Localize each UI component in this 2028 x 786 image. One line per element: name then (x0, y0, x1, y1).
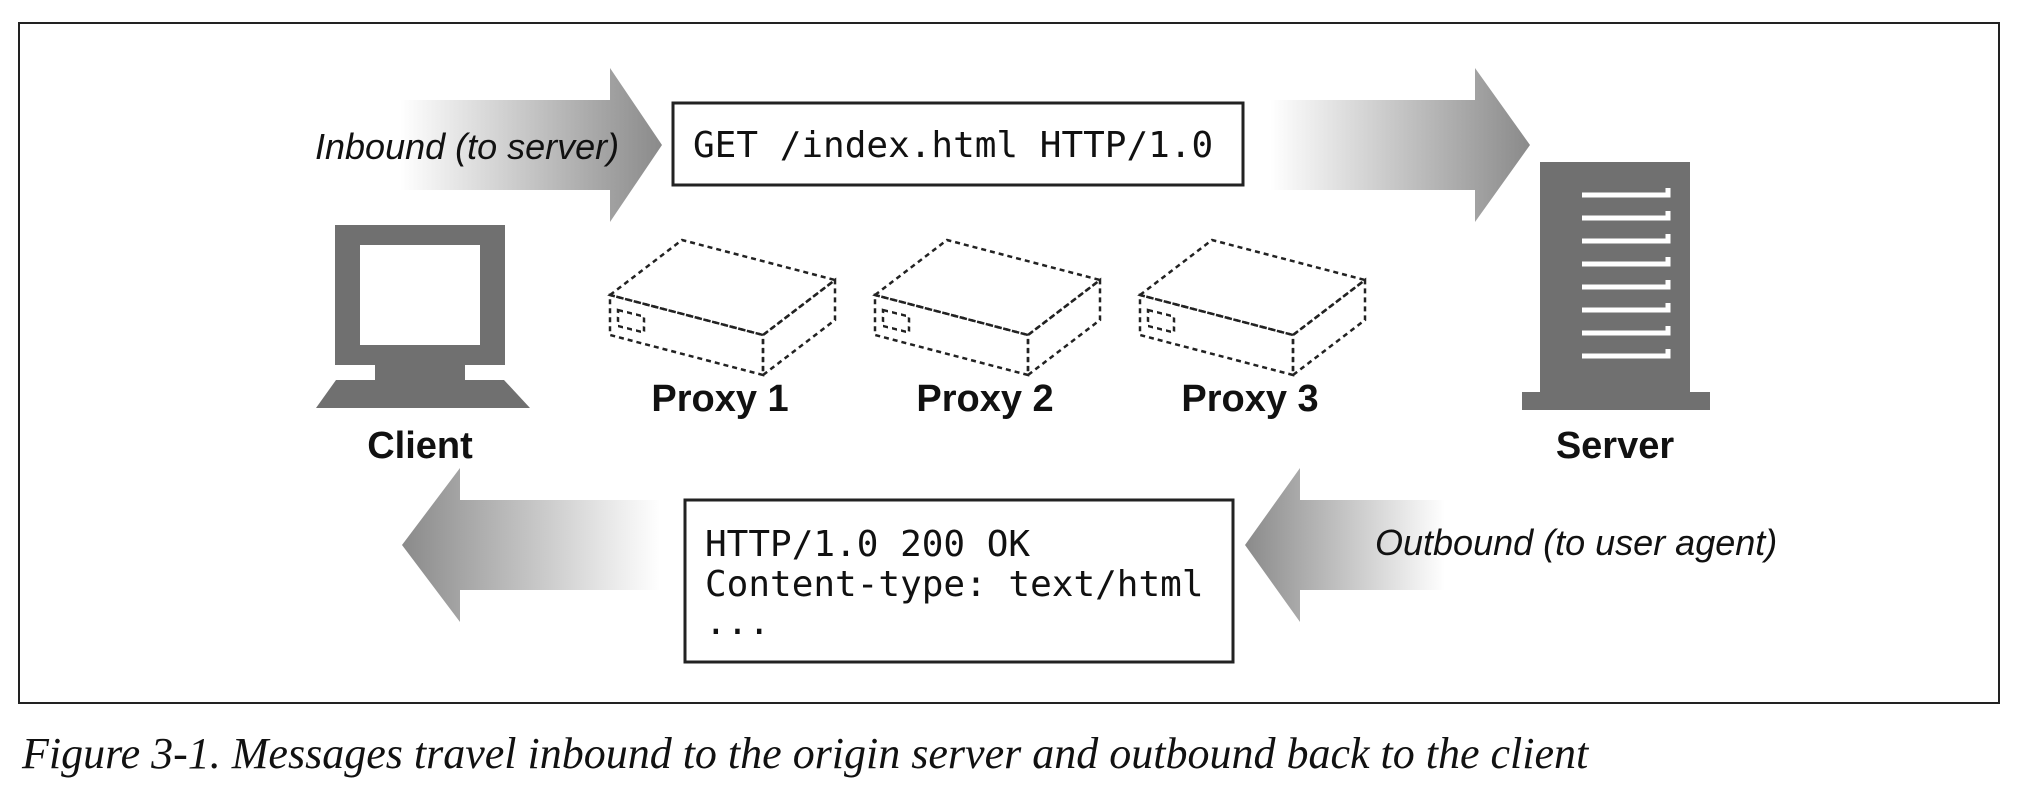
response-line-2: Content-type: text/html (705, 564, 1204, 605)
proxy-label-3: Proxy 3 (1181, 378, 1318, 420)
proxy-box-icon-3 (1137, 238, 1368, 378)
outbound-arrow-left (402, 468, 660, 622)
computer-icon (316, 225, 530, 408)
server-label: Server (1556, 425, 1675, 467)
response-box (683, 498, 1235, 664)
request-line: GET /index.html HTTP/1.0 (693, 125, 1213, 166)
proxy-box-icon-2 (872, 238, 1103, 378)
outbound-label: Outbound (to user agent) (1375, 522, 1777, 563)
server-tower-icon (1522, 162, 1710, 410)
proxy-box-icon-1 (607, 238, 838, 378)
figure-frame (18, 22, 2000, 704)
inbound-label: Inbound (to server) (315, 126, 619, 167)
response-line-1: HTTP/1.0 200 OK (705, 524, 1030, 565)
response-line-3: ... (705, 602, 770, 643)
proxy-label-2: Proxy 2 (916, 378, 1053, 420)
inbound-arrow-right (1270, 68, 1530, 222)
client-label: Client (367, 425, 473, 467)
request-box (671, 101, 1245, 187)
outbound-arrow-right (1245, 468, 1445, 622)
inbound-arrow-left (400, 68, 662, 222)
proxy-label-1: Proxy 1 (651, 378, 788, 420)
figure-caption: Figure 3-1. Messages travel inbound to t… (22, 729, 1589, 778)
